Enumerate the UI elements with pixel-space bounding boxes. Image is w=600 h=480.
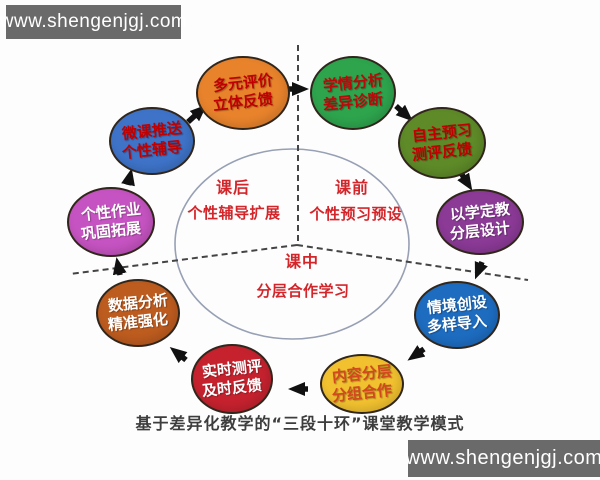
stage-in-class: 课中 <box>284 252 319 271</box>
arrow-context-to-group <box>407 345 426 361</box>
cycle-arrows <box>112 82 488 396</box>
arrow-data-to-homework <box>112 257 127 276</box>
node-self-preview: 自主预习 测评反馈 <box>398 107 486 179</box>
node-context-creation: 情境创设 多样导入 <box>414 281 500 349</box>
stage-before-class: 课前 <box>334 178 369 197</box>
node-realtime-assessment: 实时测评 及时反馈 <box>191 344 273 414</box>
node-group-cooperation: 内容分层 分组合作 <box>320 354 404 414</box>
node-micro-lecture-push: 微课推送 个性辅导 <box>109 107 195 175</box>
watermark-top-left: www.shengenjgj.com <box>0 5 187 39</box>
divider-right-dashed <box>296 244 529 281</box>
stage-after-class: 课后 <box>215 178 250 197</box>
arrow-homework-to-microlecture <box>121 168 135 187</box>
node-layered-design: 以学定教 分层设计 <box>436 189 524 255</box>
stage-in-class-desc: 分层合作学习 <box>256 282 350 300</box>
diagram-caption: 基于差异化教学的“三段十环”课堂教学模式 <box>135 414 465 433</box>
center-circle-outline <box>174 148 410 340</box>
watermark-bottom-right: www.shengenjgj.com <box>406 440 600 477</box>
arrow-microlecture-to-evaluation <box>186 104 207 125</box>
node-multi-evaluation: 多元评价 立体反馈 <box>196 56 290 130</box>
arrow-assessment-to-data <box>169 347 188 364</box>
stage-before-class-desc: 个性预习预设 <box>309 205 403 223</box>
arrow-design-to-context <box>474 260 488 280</box>
divider-left-dashed <box>69 244 298 275</box>
node-personalized-homework: 个性作业 巩固拓展 <box>67 187 155 257</box>
stage-after-class-desc: 个性辅导扩展 <box>187 204 281 222</box>
node-data-analysis: 数据分析 精准强化 <box>96 279 180 347</box>
arrow-analysis-to-preview <box>394 103 413 122</box>
node-learning-analysis: 学情分析 差异诊断 <box>310 56 396 130</box>
